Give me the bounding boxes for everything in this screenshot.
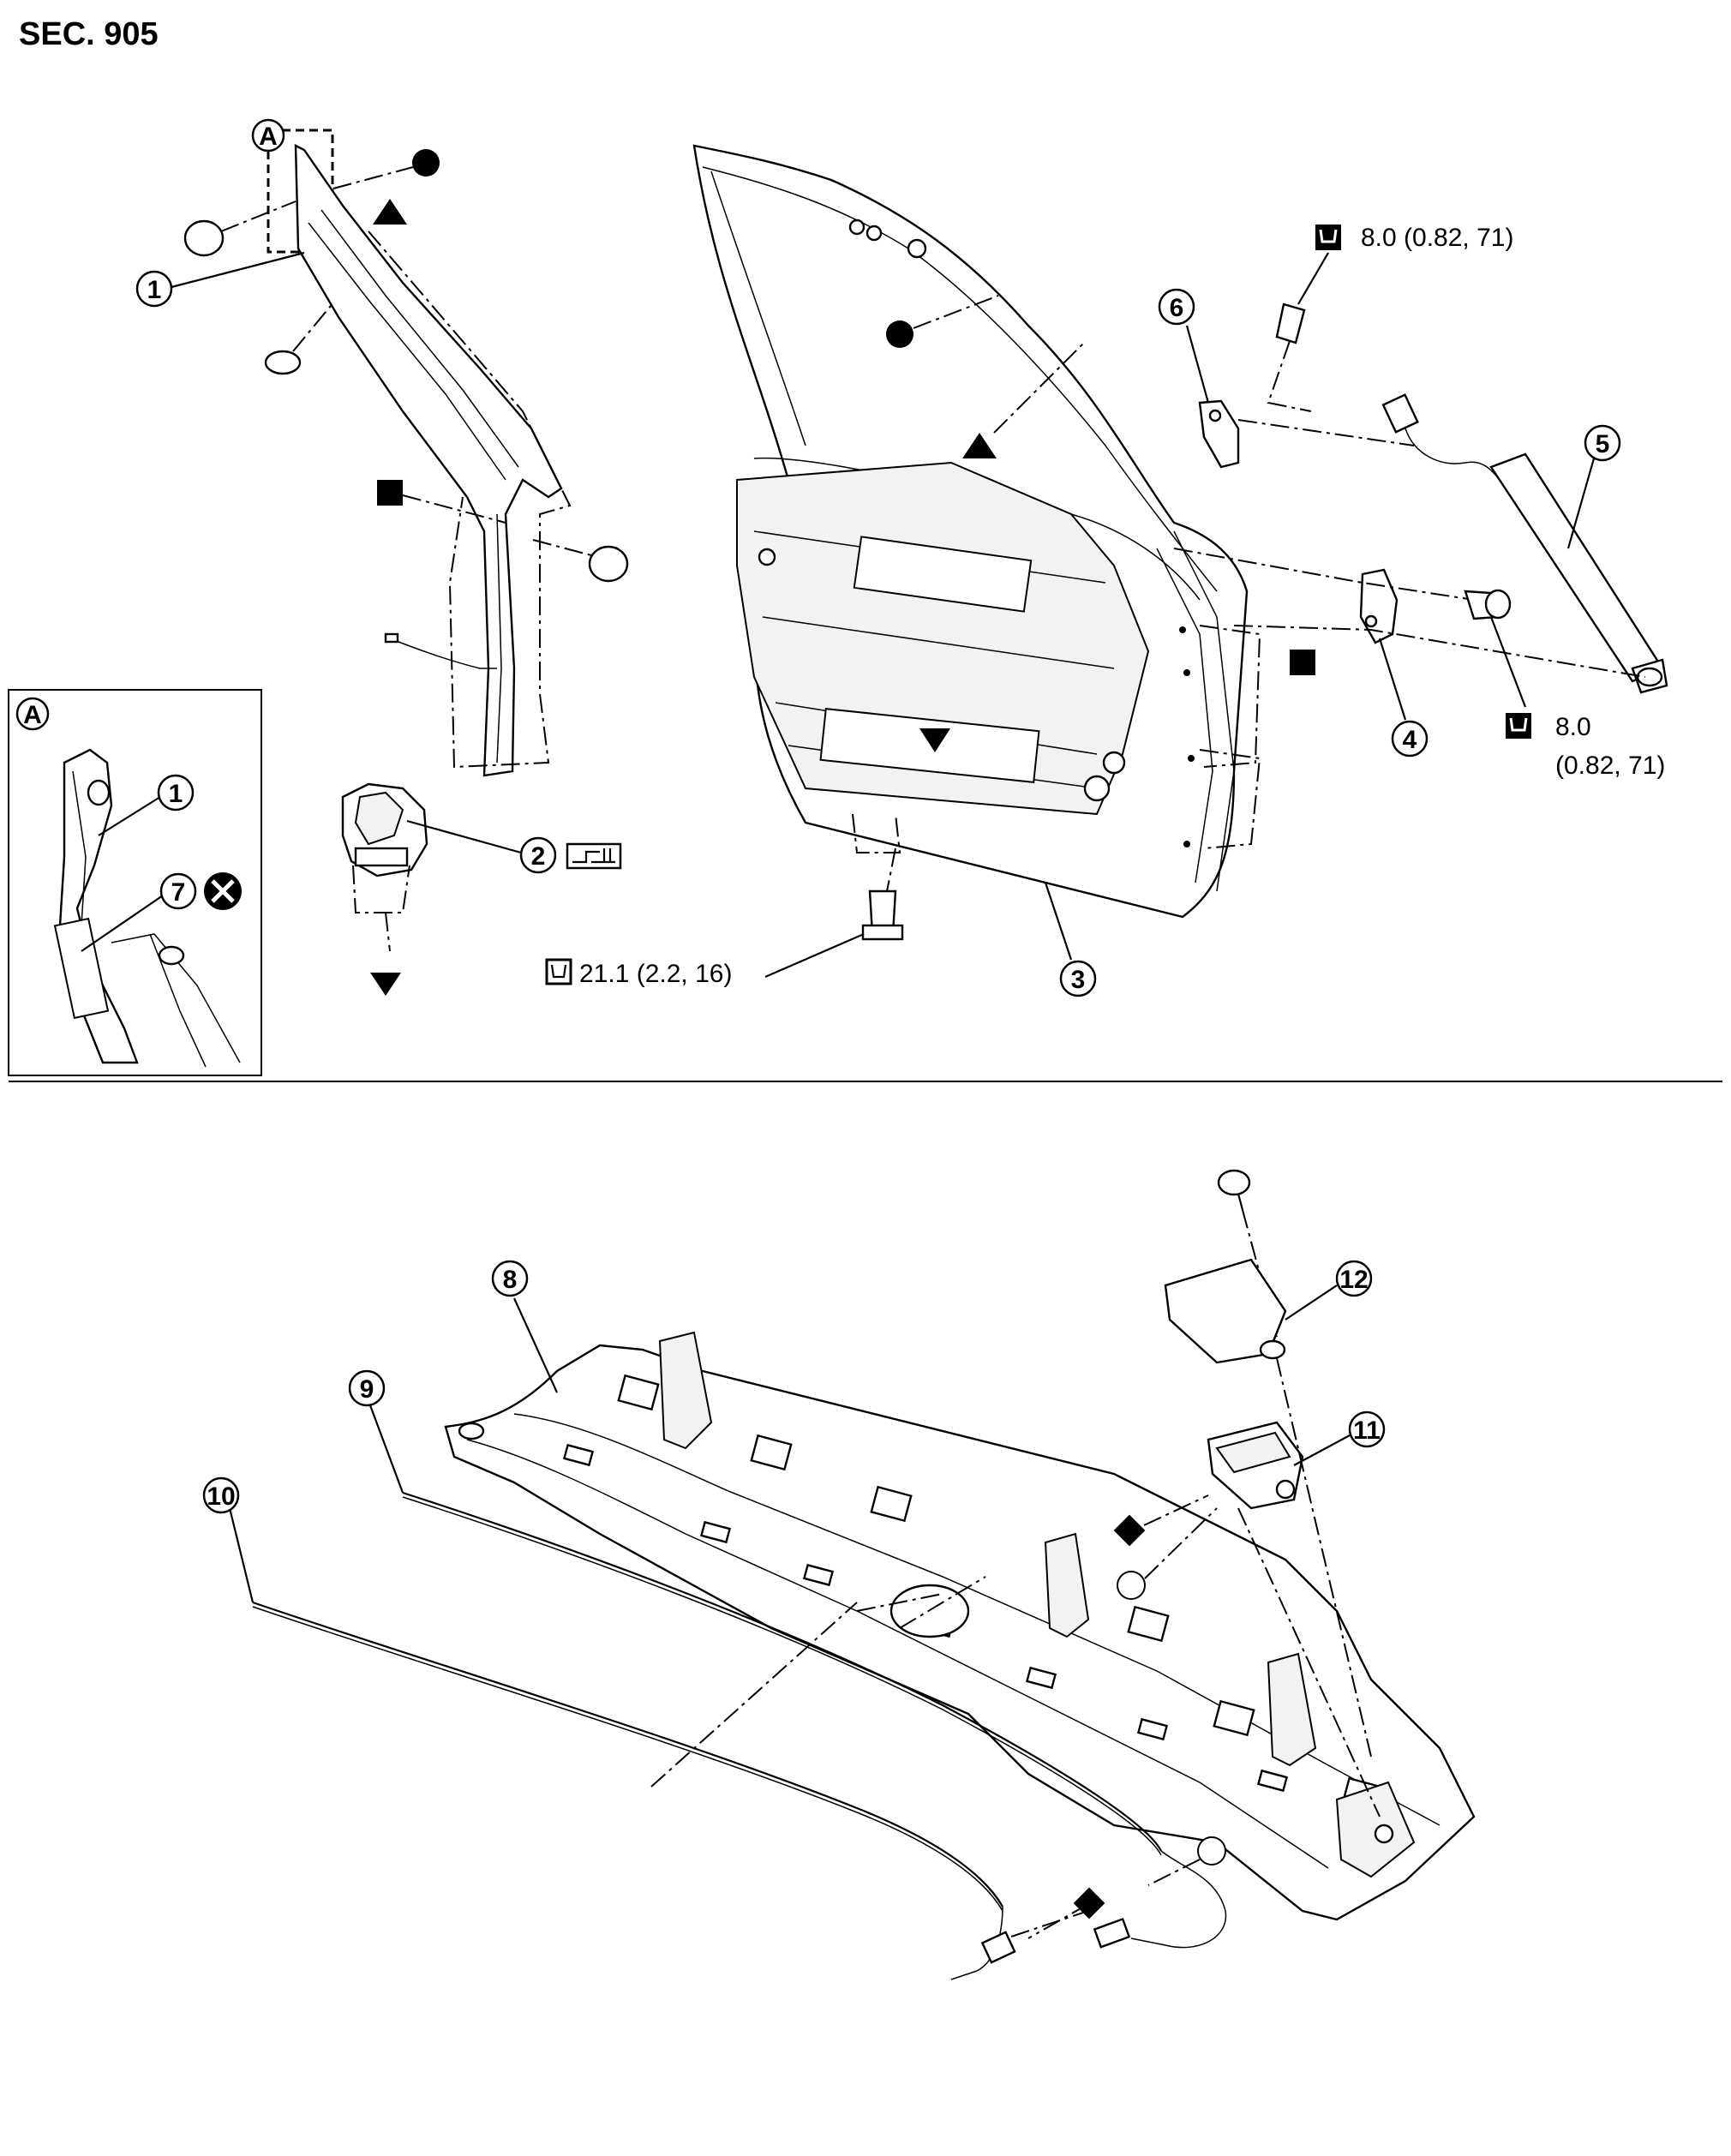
svg-text:12: 12 — [1339, 1266, 1368, 1294]
callout-detail-1: 1 — [98, 774, 195, 836]
callout-2: 2 — [406, 819, 557, 874]
detail-a-marker: A — [15, 697, 50, 731]
svg-text:5: 5 — [1596, 430, 1610, 458]
torque-lower-bolt: 21.1 (2.2, 16) — [545, 932, 865, 988]
svg-text:8.0: 8.0 — [1555, 713, 1591, 741]
ref-triangle-1 — [373, 199, 407, 225]
harness-9: 9 — [348, 1369, 1227, 1949]
torque-wrench-icon — [545, 958, 572, 985]
svg-text:A: A — [259, 123, 278, 151]
gas-strut-assembly: 8.0 (0.82, 71) 6 5 — [1158, 224, 1668, 780]
torque-stud: 8.0 (0.82, 71) — [1506, 713, 1665, 780]
ref-square-2 — [1290, 650, 1315, 675]
grease-icon — [566, 842, 622, 870]
torque-wrench-icon — [1506, 713, 1531, 739]
svg-text:8: 8 — [503, 1266, 518, 1294]
callout-3: 3 — [1044, 882, 1097, 997]
svg-text:1: 1 — [147, 276, 162, 304]
svg-text:(0.82, 71): (0.82, 71) — [1555, 752, 1665, 780]
do-not-reuse-icon — [204, 872, 242, 910]
svg-text:3: 3 — [1071, 966, 1086, 994]
ref-square-1 — [377, 480, 403, 506]
ref-diamond-1 — [1073, 1887, 1105, 1919]
callout-4: 4 — [1378, 638, 1429, 758]
back-door-panel: 3 21.1 (2.2, 16) — [545, 144, 1315, 997]
callout-5: 5 — [1566, 424, 1621, 549]
pillar-trim-assembly: A 1 — [135, 118, 629, 777]
callout-11: 11 — [1293, 1410, 1386, 1466]
latch-motor: 2 — [341, 782, 622, 996]
svg-text:6: 6 — [1170, 294, 1184, 322]
back-door-trim-panel: 8 — [444, 1260, 1476, 1921]
svg-text:A: A — [23, 701, 42, 729]
svg-text:1: 1 — [169, 780, 183, 808]
svg-text:7: 7 — [171, 878, 186, 907]
gas-strut — [1381, 393, 1668, 694]
ref-dot-black-1 — [412, 149, 440, 177]
callout-6: 6 — [1158, 288, 1210, 404]
callout-9: 9 — [348, 1369, 404, 1494]
svg-text:21.1 (2.2, 16): 21.1 (2.2, 16) — [579, 960, 732, 988]
callout-10: 10 — [202, 1476, 255, 1603]
view-a-marker: A — [251, 118, 285, 153]
ref-triangle-down-2 — [919, 728, 950, 752]
control-module-11: 11 — [1113, 1410, 1386, 1818]
section-label: SEC. 905 — [19, 16, 159, 52]
callout-1: 1 — [135, 251, 305, 308]
ref-diamond-2 — [1113, 1514, 1146, 1547]
detail-a-view: A 1 7 — [8, 689, 262, 1076]
ref-triangle-down-1 — [370, 973, 401, 996]
svg-text:9: 9 — [360, 1375, 374, 1404]
ref-triangle-2 — [962, 433, 997, 458]
callout-7: 7 — [81, 872, 197, 952]
torque-upper-bolt: 8.0 (0.82, 71) — [1315, 224, 1513, 252]
ref-dot-white-1 — [1197, 1836, 1226, 1866]
svg-text:10: 10 — [207, 1482, 235, 1511]
callout-12: 12 — [1285, 1260, 1373, 1321]
callout-8: 8 — [491, 1260, 559, 1393]
svg-text:4: 4 — [1403, 726, 1417, 754]
ref-dot-black-2 — [886, 320, 913, 348]
harness-10: 10 — [202, 1476, 1089, 1980]
svg-text:8.0 (0.82, 71): 8.0 (0.82, 71) — [1361, 224, 1513, 252]
svg-text:11: 11 — [1353, 1416, 1381, 1445]
cover-12: 12 — [1164, 1169, 1373, 1758]
torque-wrench-icon — [1315, 225, 1341, 250]
svg-text:2: 2 — [531, 842, 546, 871]
ref-dot-white-2 — [1117, 1571, 1146, 1600]
